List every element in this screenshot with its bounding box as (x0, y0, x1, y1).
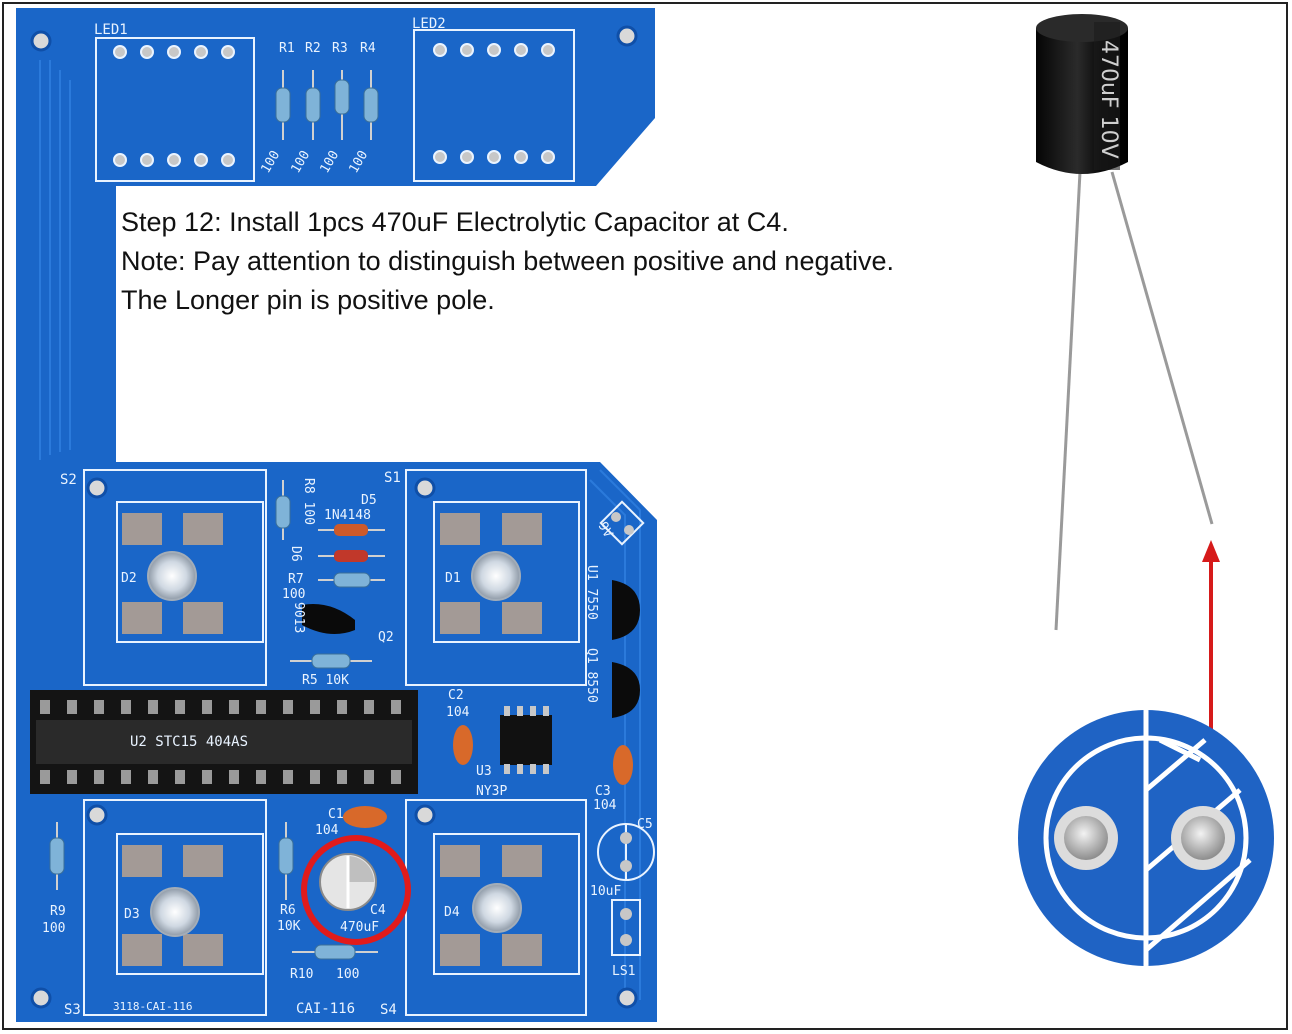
instruction-pole: The Longer pin is positive pole. (121, 285, 495, 315)
c4-label: C4 (370, 903, 386, 918)
switch-s3 (116, 833, 264, 975)
c5-value: 10uF (590, 884, 621, 899)
d3-label: D3 (124, 907, 140, 922)
instruction-step: Step 12: Install 1pcs 470uF Electrolytic… (121, 207, 789, 237)
polarity-zoom-inset (1018, 710, 1274, 966)
q1-transistor (612, 662, 640, 718)
c1-label: C1 (328, 807, 344, 822)
c2-capacitor (453, 725, 473, 765)
r6-value: 10K (277, 919, 301, 934)
d6-label: D6 (288, 546, 303, 562)
s2-label: S2 (60, 472, 77, 488)
r2-label: R2 (305, 41, 321, 56)
r10-label: R10 (290, 967, 313, 982)
board-name: CAI-116 (296, 1001, 355, 1017)
ls1-label: LS1 (612, 964, 635, 979)
led2-label: LED2 (412, 16, 446, 32)
d5-label: D5 (361, 493, 377, 508)
led1-footprint (95, 37, 255, 182)
d5-diode (318, 524, 385, 536)
r9-value: 100 (42, 921, 65, 936)
u3-part: NY3P (476, 784, 507, 799)
r9-resistor (49, 822, 65, 890)
d1-label: D1 (445, 571, 461, 586)
led1-label: LED1 (94, 22, 128, 38)
r9-label: R9 (50, 904, 66, 919)
c2-value: 104 (446, 705, 470, 720)
board-code: 3118-CAI-116 (113, 1000, 192, 1013)
switch-s2 (116, 501, 264, 643)
r1-label: R1 (279, 41, 295, 56)
u3-chip (500, 706, 552, 774)
led2-footprint (413, 29, 575, 182)
s3-label: S3 (64, 1002, 81, 1018)
s1-label: S1 (384, 470, 401, 486)
resistors-r1-r4 (275, 70, 379, 140)
c3-value: 104 (593, 798, 617, 813)
r7-value: 100 (282, 587, 305, 602)
power-label: 9V (595, 520, 616, 541)
instruction-text: Step 12: Install 1pcs 470uF Electrolytic… (121, 203, 894, 320)
c5-footprint (597, 823, 655, 881)
r7-resistor (318, 572, 385, 588)
mounting-holes (30, 25, 638, 1009)
u2-ic-socket (30, 690, 418, 794)
q2-transistor (302, 604, 355, 634)
r4-label: R4 (360, 41, 376, 56)
r3-label: R3 (332, 41, 348, 56)
power-connector (599, 500, 645, 546)
d5-part: 1N4148 (324, 508, 371, 523)
r7-label: R7 (288, 572, 304, 587)
electrolytic-capacitor-photo: 470uF 10V (1036, 14, 1214, 631)
r5-label: R5 10K (302, 673, 349, 688)
capacitor-marking: 470uF 10V (1096, 40, 1121, 159)
switch-s4 (433, 833, 580, 975)
u1-label: U1 7550 (584, 565, 599, 620)
r6-label: R6 (280, 903, 296, 918)
c3-label: C3 (595, 784, 611, 799)
u3-label: U3 (476, 764, 492, 779)
r8-label: R8 100 (301, 478, 316, 525)
switch-s1 (433, 501, 580, 643)
c1-value: 104 (315, 823, 339, 838)
c4-value: 470uF (340, 920, 379, 935)
d2-label: D2 (121, 571, 137, 586)
c1-capacitor (343, 806, 387, 828)
d6-diode (318, 550, 385, 562)
u1-regulator (612, 580, 640, 640)
q2-part: 9013 (291, 602, 306, 633)
c2-label: C2 (448, 688, 464, 703)
r8-resistor (275, 480, 291, 540)
instruction-note: Note: Pay attention to distinguish betwe… (121, 246, 895, 276)
r6-resistor (278, 822, 294, 900)
ls1-footprint (611, 899, 641, 956)
c4-highlight-circle (301, 835, 411, 945)
r10-value: 100 (336, 967, 359, 982)
r10-resistor (292, 944, 378, 960)
c5-label: C5 (637, 817, 653, 832)
d4-label: D4 (444, 905, 460, 920)
c4-footprint (319, 853, 377, 911)
r5-resistor (290, 653, 372, 669)
c3-capacitor (613, 745, 633, 785)
s4-label: S4 (380, 1002, 397, 1018)
u2-label: U2 STC15 404AS (130, 734, 248, 750)
q2-label: Q2 (378, 630, 394, 645)
q1-label: Q1 8550 (584, 648, 599, 703)
